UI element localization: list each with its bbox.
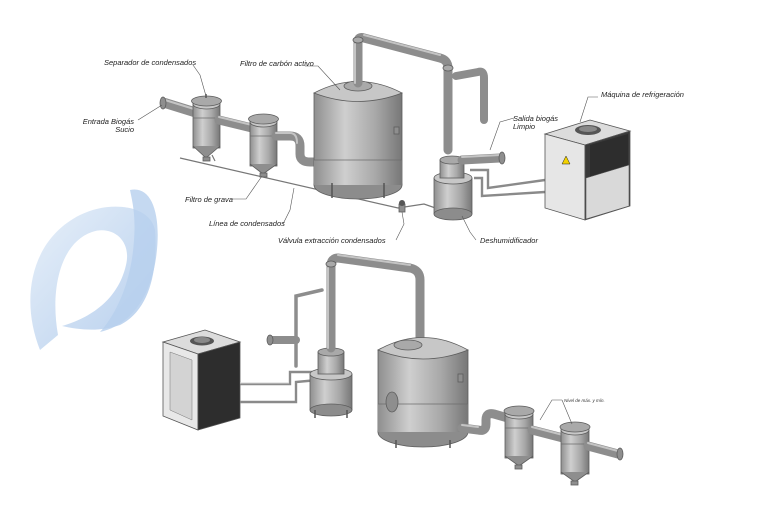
label-dehumidifier: Deshumidificador [480,236,538,245]
label-inlet-1: Entrada Biogás [83,117,135,126]
warning-icon [561,155,571,165]
label-level: Nivel de máx. y mín. [564,398,605,403]
top-system: Separador de condensados Filtro de carbó… [83,33,684,245]
label-separator: Separador de condensados [104,58,196,67]
label-carbon-filter: Filtro de carbón activo [240,59,314,68]
brand-logo [30,189,158,350]
label-refrigeration-machine: Máquina de refrigeración [601,90,684,99]
condensate-separator-2 [559,421,591,486]
label-outlet-2: Limpio [513,122,535,131]
refrigeration-cabinet [161,329,242,431]
activated-carbon-filter-2 [377,337,469,448]
condensate-separator [191,94,222,162]
refrigeration-machine [543,119,632,221]
label-outlet-1: Salida biogás [513,114,558,123]
dehumidifier [433,155,473,221]
label-inlet-2: Sucio [115,125,134,134]
inlet-pipe [159,96,199,117]
clean-outlet-pipe [457,151,506,165]
label-gravel-filter: Filtro de grava [185,195,233,204]
condensate-valve [398,200,406,213]
gravel-filter [248,113,279,178]
gravel-filter-2 [503,405,535,470]
label-condensate-line: Línea de condensados [209,219,285,228]
activated-carbon-filter [313,80,403,200]
bottom-system: Nivel de máx. y mín. [161,253,624,486]
dehumidifier-2 [309,347,353,418]
label-valve: Válvula extracción condensados [278,236,386,245]
